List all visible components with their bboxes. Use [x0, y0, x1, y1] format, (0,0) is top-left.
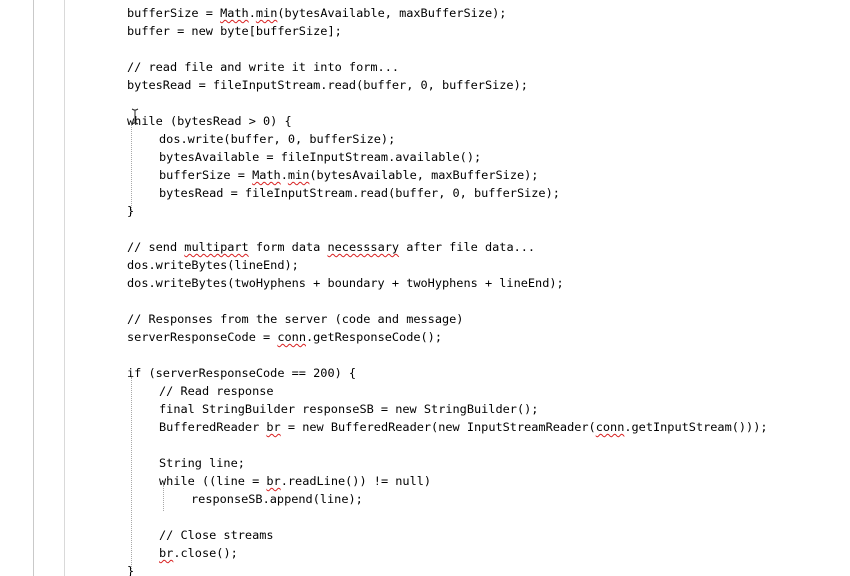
code-line[interactable]: dos.writeBytes(twoHyphens + boundary + t…: [127, 274, 850, 292]
code-token: bufferSize =: [127, 6, 221, 20]
misspelled-token: multipart: [184, 240, 249, 254]
code-line[interactable]: [127, 94, 850, 112]
code-line[interactable]: bufferSize = Math.min(bytesAvailable, ma…: [127, 4, 850, 22]
code-line[interactable]: bytesRead = fileInputStream.read(buffer,…: [127, 184, 850, 202]
misspelled-token: conn: [277, 330, 306, 344]
code-line[interactable]: br.close();: [127, 544, 850, 562]
code-line[interactable]: serverResponseCode = conn.getResponseCod…: [127, 328, 850, 346]
code-line[interactable]: bufferSize = Math.min(bytesAvailable, ma…: [127, 166, 850, 184]
code-token: = new BufferedReader(new InputStreamRead…: [280, 420, 596, 434]
misspelled-token: conn: [595, 420, 625, 434]
code-line[interactable]: while ((line = br.readLine()) != null): [127, 472, 850, 490]
code-token: dos.write(buffer, 0, bufferSize);: [159, 132, 396, 146]
code-token: .: [248, 6, 256, 20]
code-text-area[interactable]: bufferSize = Math.min(bytesAvailable, ma…: [127, 4, 850, 576]
misspelled-token: min: [287, 168, 310, 182]
code-line[interactable]: // Close streams: [127, 526, 850, 544]
code-line[interactable]: while (bytesRead > 0) {: [127, 112, 850, 130]
code-token: .readLine()) != null): [280, 474, 432, 488]
code-token: form data: [248, 240, 328, 254]
code-line[interactable]: [127, 220, 850, 238]
code-token: while ((line =: [159, 474, 267, 488]
code-token: .getResponseCode();: [305, 330, 443, 344]
code-token: // Read response: [159, 384, 274, 398]
code-line[interactable]: // Responses from the server (code and m…: [127, 310, 850, 328]
code-line[interactable]: }: [127, 202, 850, 220]
code-line[interactable]: [127, 436, 850, 454]
code-token: }: [127, 204, 135, 218]
indent-margin-rule: [64, 0, 65, 576]
code-token: bytesRead = fileInputStream.read(buffer,…: [127, 78, 528, 92]
code-token: buffer = new byte[bufferSize];: [127, 24, 342, 38]
code-line[interactable]: dos.writeBytes(lineEnd);: [127, 256, 850, 274]
indent-guide-while-block: [131, 125, 132, 214]
code-line[interactable]: [127, 346, 850, 364]
code-line[interactable]: [127, 40, 850, 58]
indent-guide-if-block: [131, 377, 132, 569]
code-token: // send: [127, 240, 185, 254]
misspelled-token: br: [266, 420, 281, 434]
code-token: // Close streams: [159, 528, 274, 542]
misspelled-token: min: [255, 6, 278, 20]
code-token: // Responses from the server (code and m…: [127, 312, 464, 326]
code-line[interactable]: String line;: [127, 454, 850, 472]
code-token: while (bytesRead > 0) {: [127, 114, 292, 128]
code-line[interactable]: dos.write(buffer, 0, bufferSize);: [127, 130, 850, 148]
code-token: if (serverResponseCode == 200) {: [127, 366, 357, 380]
code-line[interactable]: // read file and write it into form...: [127, 58, 850, 76]
code-token: dos.writeBytes(twoHyphens + boundary + t…: [127, 276, 564, 290]
code-token: BufferedReader: [159, 420, 267, 434]
code-token: .: [280, 168, 288, 182]
code-line[interactable]: [127, 292, 850, 310]
indent-guide-inner-while: [163, 485, 164, 511]
code-line[interactable]: buffer = new byte[bufferSize];: [127, 22, 850, 40]
code-token: serverResponseCode =: [127, 330, 278, 344]
code-line[interactable]: }: [127, 562, 850, 576]
code-token: }: [127, 564, 135, 576]
code-token: (bytesAvailable, maxBufferSize);: [277, 6, 507, 20]
code-line[interactable]: responseSB.append(line);: [127, 490, 850, 508]
code-token: (bytesAvailable, maxBufferSize);: [309, 168, 539, 182]
code-line[interactable]: if (serverResponseCode == 200) {: [127, 364, 850, 382]
code-token: // read file and write it into form...: [127, 60, 400, 74]
code-token: .getInputStream()));: [624, 420, 768, 434]
code-token: bytesRead = fileInputStream.read(buffer,…: [159, 186, 560, 200]
code-token: responseSB.append(line);: [191, 492, 363, 506]
code-line[interactable]: bytesAvailable = fileInputStream.availab…: [127, 148, 850, 166]
code-token: bytesAvailable = fileInputStream.availab…: [159, 150, 482, 164]
misspelled-token: Math: [252, 168, 281, 182]
code-line[interactable]: // send multipart form data necesssary a…: [127, 238, 850, 256]
code-token: .close();: [173, 546, 238, 560]
code-token: bufferSize =: [159, 168, 253, 182]
misspelled-token: necesssary: [327, 240, 400, 254]
code-token: dos.writeBytes(lineEnd);: [127, 258, 299, 272]
misspelled-token: Math: [220, 6, 249, 20]
left-margin-rule: [33, 0, 34, 576]
code-line[interactable]: BufferedReader br = new BufferedReader(n…: [127, 418, 850, 436]
code-token: after file data...: [399, 240, 536, 254]
code-line[interactable]: final StringBuilder responseSB = new Str…: [127, 400, 850, 418]
misspelled-token: br: [266, 474, 281, 488]
text-cursor-icon: [131, 108, 139, 125]
code-token: final StringBuilder responseSB = new Str…: [159, 402, 539, 416]
code-line[interactable]: bytesRead = fileInputStream.read(buffer,…: [127, 76, 850, 94]
misspelled-token: br: [159, 546, 174, 560]
code-line[interactable]: [127, 508, 850, 526]
code-token: String line;: [159, 456, 245, 470]
code-line[interactable]: // Read response: [127, 382, 850, 400]
